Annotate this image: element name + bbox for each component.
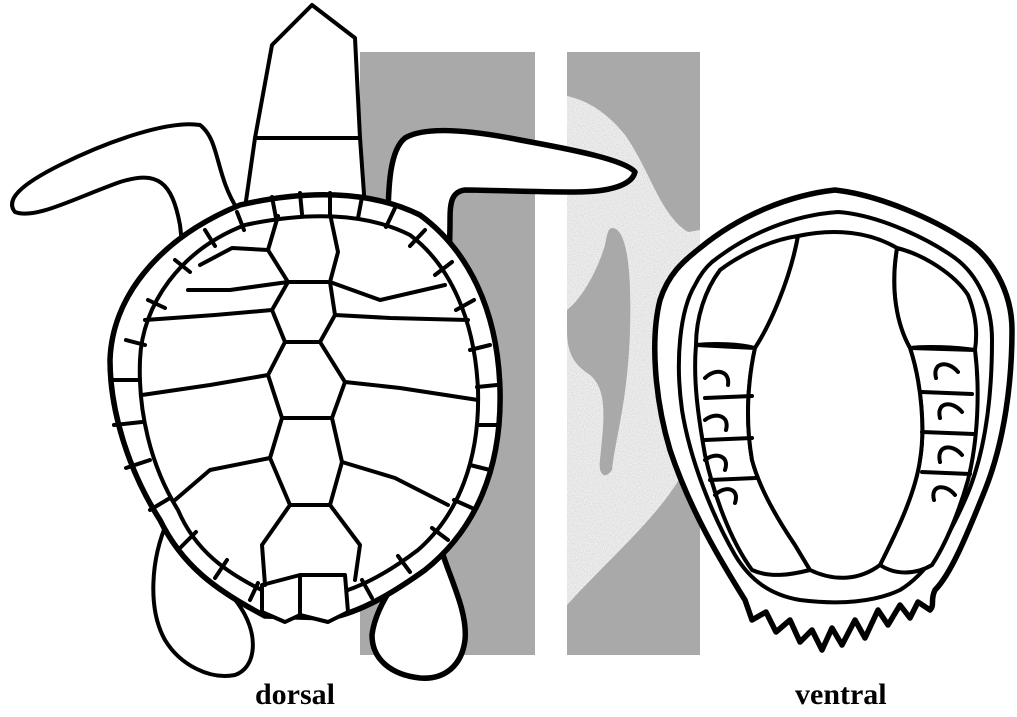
ventral-label: ventral (795, 680, 887, 710)
head (255, 5, 360, 138)
rear-marginal-scutes (262, 575, 348, 622)
dorsal-turtle (12, 5, 635, 678)
dorsal-label: dorsal (255, 680, 335, 710)
ventral-plastron (655, 190, 1012, 650)
